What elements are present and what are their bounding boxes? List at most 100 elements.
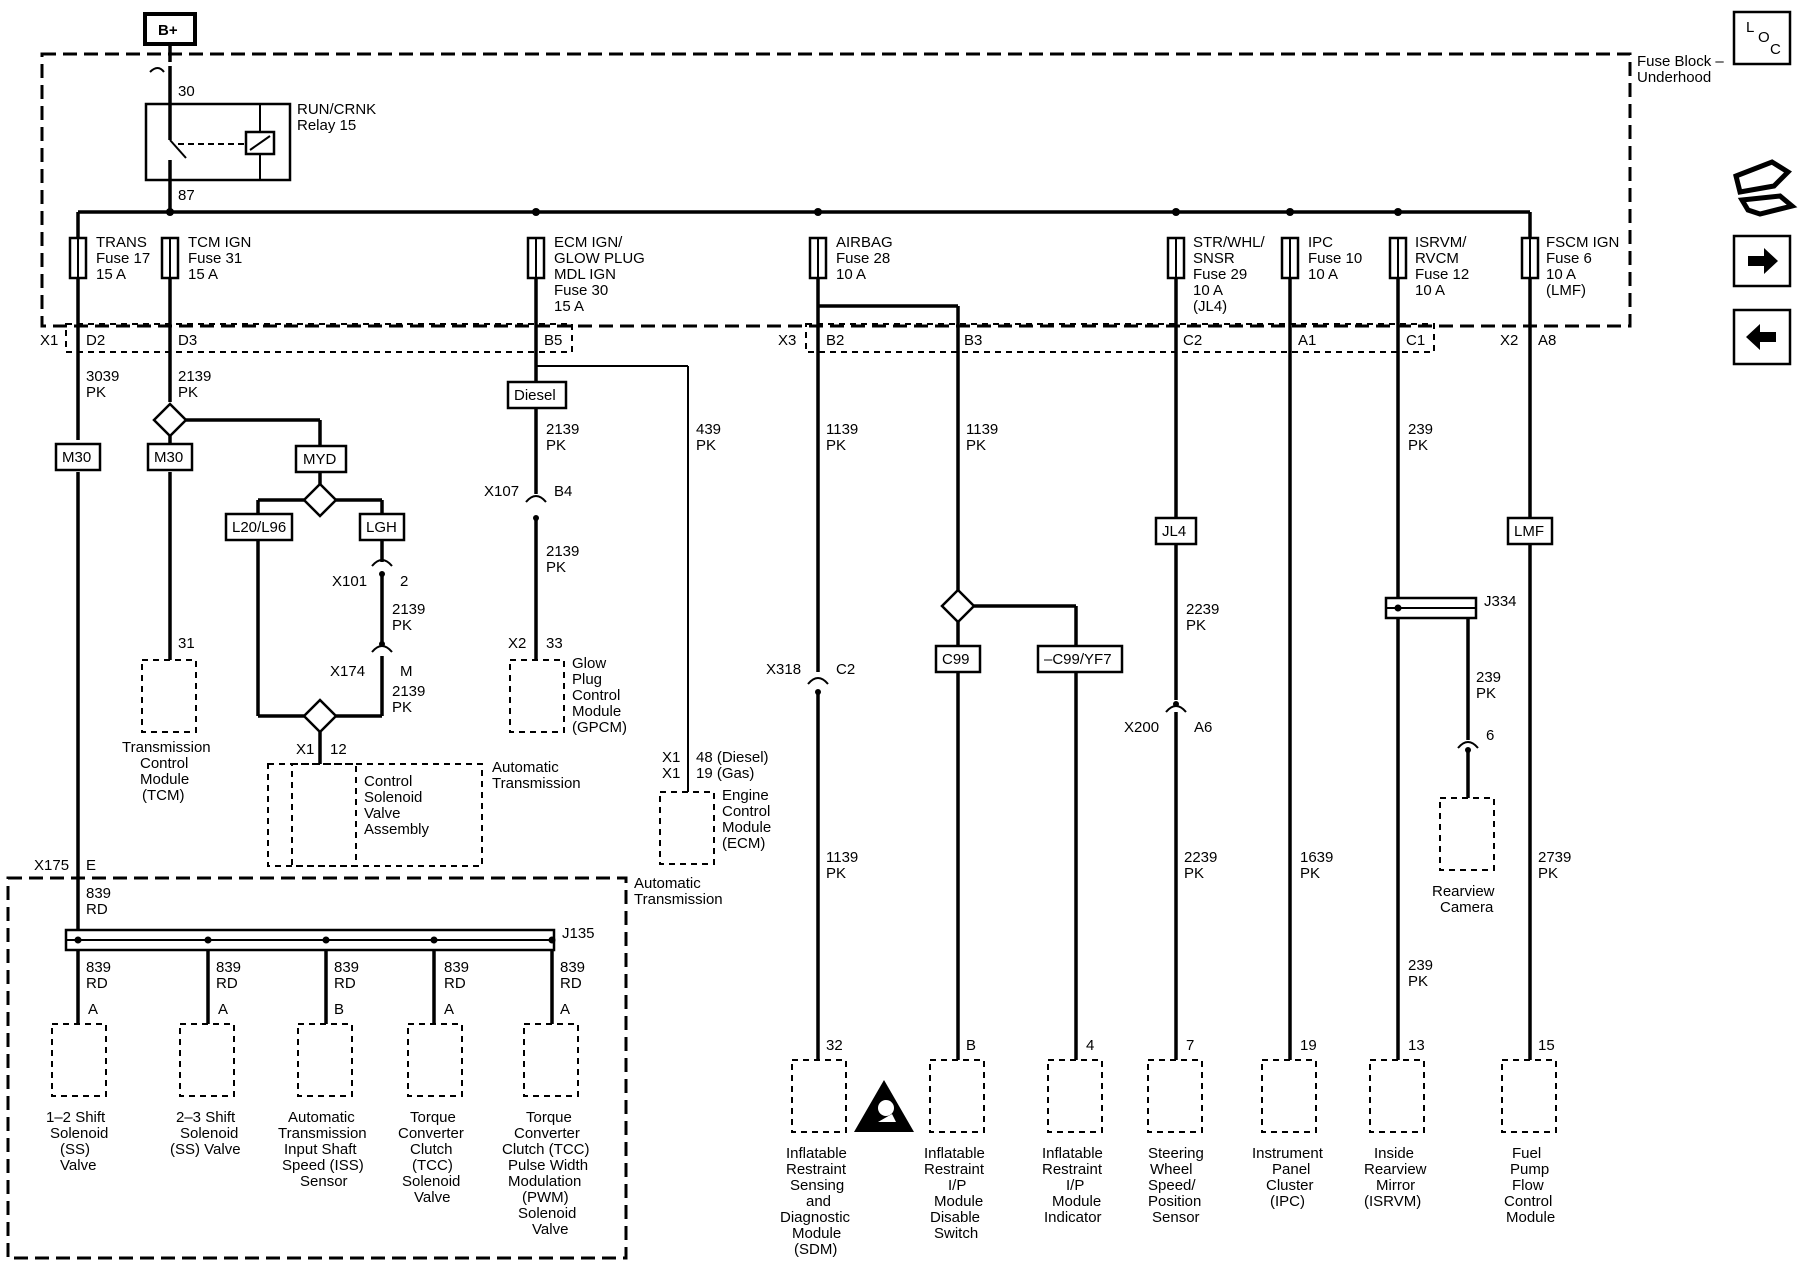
- locator-button[interactable]: L O C: [1732, 10, 1792, 66]
- svg-text:PK: PK: [1186, 617, 1206, 634]
- svg-text:Module: Module: [722, 819, 771, 836]
- svg-text:B5: B5: [544, 332, 562, 349]
- fuse-block-outline: [40, 52, 1632, 328]
- svg-text:SNSR: SNSR: [1193, 250, 1235, 267]
- svg-text:C99: C99: [942, 651, 970, 668]
- svg-text:MDL IGN: MDL IGN: [554, 266, 616, 283]
- svg-text:Automatic: Automatic: [288, 1109, 355, 1126]
- svg-text:X107: X107: [484, 483, 519, 500]
- arrow-left-icon[interactable]: [1732, 308, 1792, 366]
- svg-text:Fuse 6: Fuse 6: [1546, 250, 1592, 267]
- svg-text:PK: PK: [392, 699, 412, 716]
- svg-text:Fuel: Fuel: [1512, 1145, 1541, 1162]
- svg-text:Rearview: Rearview: [1364, 1161, 1427, 1178]
- svg-text:Sensor: Sensor: [1152, 1209, 1200, 1226]
- component-locator-icon[interactable]: [1733, 159, 1798, 217]
- svg-text:X101: X101: [332, 573, 367, 590]
- svg-text:Converter: Converter: [514, 1125, 580, 1142]
- relay-pin-87: 87: [178, 187, 195, 204]
- svg-text:PK: PK: [392, 617, 412, 634]
- svg-text:Solenoid: Solenoid: [50, 1125, 108, 1142]
- svg-text:Switch: Switch: [934, 1225, 978, 1242]
- svg-text:B4: B4: [554, 483, 572, 500]
- svg-text:Control: Control: [722, 803, 770, 820]
- svg-text:C: C: [1770, 41, 1781, 58]
- svg-text:Transmission: Transmission: [634, 891, 723, 908]
- svg-text:STR/WHL/: STR/WHL/: [1193, 234, 1266, 251]
- svg-text:15 A: 15 A: [96, 266, 126, 283]
- svg-text:A: A: [560, 1001, 570, 1018]
- svg-text:TCM IGN: TCM IGN: [188, 234, 251, 251]
- svg-text:15 A: 15 A: [554, 298, 584, 315]
- svg-text:Module: Module: [1052, 1193, 1101, 1210]
- arrow-right-icon[interactable]: [1732, 234, 1792, 288]
- svg-text:2739: 2739: [1538, 849, 1571, 866]
- svg-text:Inflatable: Inflatable: [1042, 1145, 1103, 1162]
- svg-text:Control: Control: [572, 687, 620, 704]
- svg-text:Diagnostic: Diagnostic: [780, 1209, 851, 1226]
- ipc-module-box: [1261, 1059, 1317, 1133]
- svg-text:A6: A6: [1194, 719, 1212, 736]
- svg-text:PK: PK: [826, 437, 846, 454]
- svg-text:2139: 2139: [546, 421, 579, 438]
- svg-text:PK: PK: [86, 384, 106, 401]
- svg-text:RD: RD: [444, 975, 466, 992]
- svg-text:(JL4): (JL4): [1193, 298, 1227, 315]
- svg-text:(ECM): (ECM): [722, 835, 765, 852]
- svg-text:Control: Control: [1504, 1193, 1552, 1210]
- connector-x107-icon: [525, 495, 547, 503]
- svg-text:2139: 2139: [546, 543, 579, 560]
- svg-text:X1: X1: [296, 741, 314, 758]
- svg-text:(SS): (SS): [60, 1141, 90, 1158]
- svg-text:X200: X200: [1124, 719, 1159, 736]
- svg-text:X175: X175: [34, 857, 69, 874]
- svg-text:L: L: [1746, 19, 1754, 36]
- svg-text:Mirror: Mirror: [1376, 1177, 1415, 1194]
- svg-text:239: 239: [1476, 669, 1501, 686]
- svg-text:PK: PK: [546, 559, 566, 576]
- svg-text:RD: RD: [216, 975, 238, 992]
- svg-text:PK: PK: [966, 437, 986, 454]
- svg-text:839: 839: [334, 959, 359, 976]
- svg-text:J334: J334: [1484, 593, 1517, 610]
- connector-x200-icon: [1165, 705, 1187, 713]
- svg-text:C2: C2: [1183, 332, 1202, 349]
- svg-text:PK: PK: [826, 865, 846, 882]
- svg-text:C1: C1: [1406, 332, 1425, 349]
- svg-text:Control: Control: [364, 773, 412, 790]
- svg-text:31: 31: [178, 635, 195, 652]
- connector-x1: [65, 323, 573, 353]
- splice-diamond-myd: [302, 482, 338, 518]
- svg-text:I/P: I/P: [948, 1177, 966, 1194]
- option-jl4: [1154, 516, 1198, 546]
- svg-text:(SS) Valve: (SS) Valve: [170, 1141, 241, 1158]
- svg-text:Indicator: Indicator: [1044, 1209, 1102, 1226]
- svg-text:Fuse 30: Fuse 30: [554, 282, 608, 299]
- svg-text:Flow: Flow: [1512, 1177, 1544, 1194]
- svg-text:6: 6: [1486, 727, 1494, 744]
- option-not-c99: [1036, 644, 1124, 674]
- svg-text:2: 2: [400, 573, 408, 590]
- svg-text:RVCM: RVCM: [1415, 250, 1459, 267]
- svg-text:Automatic: Automatic: [492, 759, 559, 776]
- svg-text:Steering: Steering: [1148, 1145, 1204, 1162]
- svg-text:Cluster: Cluster: [1266, 1177, 1314, 1194]
- fuse-block-title: Fuse Block –: [1637, 53, 1724, 70]
- relay-number: Relay 15: [297, 117, 356, 134]
- svg-text:ISRVM/: ISRVM/: [1415, 234, 1467, 251]
- svg-text:Glow: Glow: [572, 655, 606, 672]
- svg-text:PK: PK: [1538, 865, 1558, 882]
- svg-text:RD: RD: [86, 901, 108, 918]
- svg-text:PK: PK: [696, 437, 716, 454]
- svg-text:1139: 1139: [966, 421, 998, 438]
- svg-text:15: 15: [1538, 1037, 1555, 1054]
- svg-text:1139: 1139: [826, 421, 858, 438]
- svg-text:RD: RD: [334, 975, 356, 992]
- steering-sensor-box: [1147, 1059, 1203, 1133]
- svg-text:I/P: I/P: [1066, 1177, 1084, 1194]
- svg-text:Inside: Inside: [1374, 1145, 1414, 1162]
